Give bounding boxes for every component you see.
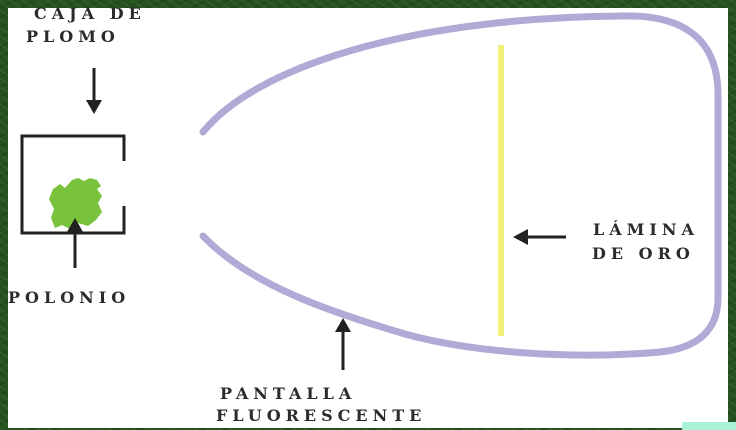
- lead-box-label-line2: PLOMO: [26, 26, 120, 48]
- fluorescent-screen-shape: [203, 16, 718, 355]
- screen-label-line2: FLUORESCENTE: [216, 405, 426, 427]
- lead-box-label-line1: CAJA DE: [34, 3, 146, 25]
- polonium-label: POLONIO: [8, 287, 130, 309]
- gold-foil-label-line1: LÁMINA: [593, 219, 699, 241]
- arrow-up-icon: [335, 318, 351, 370]
- screen-label-line1: PANTALLA: [220, 383, 356, 405]
- gold-foil-label-line2: DE ORO: [592, 243, 695, 265]
- arrow-left-icon: [513, 229, 566, 245]
- arrow-down-icon: [86, 68, 102, 114]
